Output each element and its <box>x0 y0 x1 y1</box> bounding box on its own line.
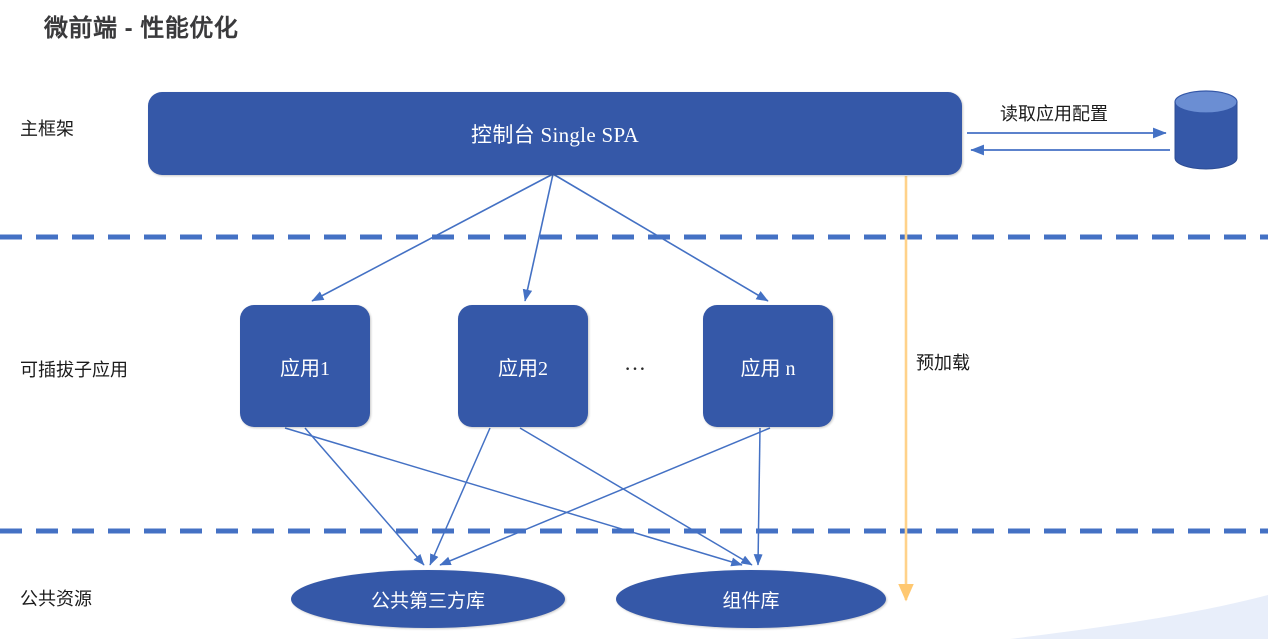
node-console-single-spa-label: 控制台 Single SPA <box>471 122 639 147</box>
arrow-app1-to-thirdparty <box>304 427 425 566</box>
arrow-app2-to-components <box>519 427 753 566</box>
node-app-n-label: 应用 n <box>740 357 796 380</box>
apps-ellipsis-marker: … <box>624 350 648 375</box>
node-third-party-library[interactable]: 公共第三方库 <box>291 570 565 628</box>
database-cylinder-icon[interactable] <box>1174 90 1238 170</box>
node-app-1[interactable]: 应用1 <box>240 305 370 427</box>
decorative-swoosh <box>1010 595 1268 639</box>
annotation-preload: 预加载 <box>916 353 970 373</box>
node-app-1-label: 应用1 <box>280 357 330 380</box>
node-third-party-library-label: 公共第三方库 <box>370 590 485 612</box>
row-label-resources: 公共资源 <box>20 589 92 609</box>
node-console-single-spa[interactable]: 控制台 Single SPA <box>148 92 962 175</box>
node-app-n[interactable]: 应用 n <box>703 305 833 427</box>
annotation-read-config: 读取应用配置 <box>1000 104 1108 124</box>
arrow-app1-to-components <box>284 427 743 567</box>
arrow-appn-to-thirdparty <box>439 427 771 566</box>
arrow-main-to-app1 <box>311 173 554 302</box>
node-component-library[interactable]: 组件库 <box>616 570 886 628</box>
arrow-app2-to-thirdparty <box>429 427 491 566</box>
arrow-main-to-appn <box>552 173 769 302</box>
node-app-2[interactable]: 应用2 <box>458 305 588 427</box>
arrow-main-to-app2 <box>522 173 554 302</box>
row-label-main-frame: 主框架 <box>20 119 74 139</box>
arrow-appn-to-components <box>753 427 763 566</box>
node-app-2-label: 应用2 <box>498 357 548 380</box>
page-title: 微前端 - 性能优化 <box>44 15 239 42</box>
node-component-library-label: 组件库 <box>722 590 780 612</box>
row-label-sub-apps: 可插拔子应用 <box>20 360 128 380</box>
